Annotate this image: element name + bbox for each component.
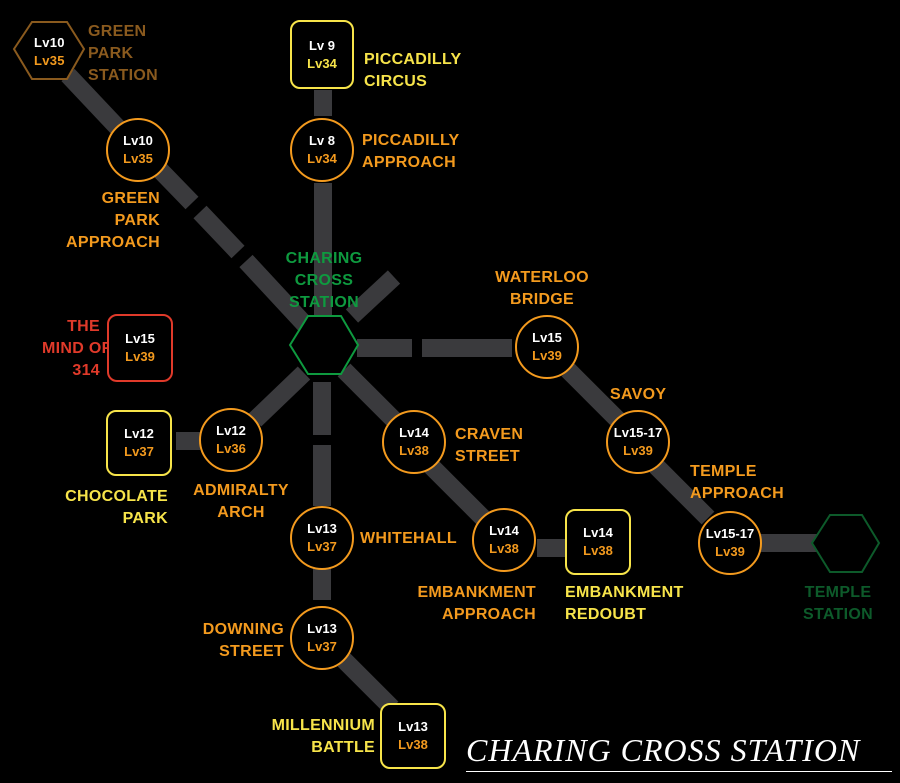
recommended-level: Lv39 [125,349,155,364]
level: Lv15 [532,330,562,345]
level: Lv15 [125,331,155,346]
level: Lv13 [307,621,337,636]
green-park-station-hexagon[interactable] [12,21,86,80]
recommended-level: Lv39 [532,348,562,363]
recommended-level: Lv37 [307,639,337,654]
level: Lv12 [216,423,246,438]
green-park-approach-label: GREEN PARK APPROACH [66,190,160,251]
charing-cross-station-hexagon[interactable] [288,315,360,375]
downing-street-node[interactable]: Lv13 Lv37 [290,606,354,670]
whitehall-node[interactable]: Lv13 Lv37 [290,506,354,570]
piccadilly-circus-node[interactable]: Lv 9 Lv34 [290,20,354,89]
map-title: CHARING CROSS STATION [466,732,861,768]
craven-street-node[interactable]: Lv14 Lv38 [382,410,446,474]
piccadilly-circus-label: PICCADILLY CIRCUS [364,51,462,90]
embankment-redoubt-node[interactable]: Lv14 Lv38 [565,509,631,575]
piccadilly-approach-node[interactable]: Lv 8 Lv34 [290,118,354,182]
green-park-station-label: GREEN PARK STATION [88,23,158,84]
level: Lv10 [123,133,153,148]
temple-approach-node[interactable]: Lv15-17 Lv39 [698,511,762,575]
whitehall-label: WHITEHALL [360,530,457,547]
level: Lv14 [399,425,429,440]
level: Lv13 [398,719,428,734]
recommended-level: Lv38 [489,541,519,556]
waterloo-bridge-label: WATERLOO BRIDGE [495,269,589,308]
level: Lv 9 [308,37,335,53]
green-park-station-recommended: Lv35 [34,53,65,68]
level: Lv15-17 [613,425,663,440]
temple-approach-label: TEMPLE APPROACH [690,463,784,502]
level: Lv14 [583,525,613,540]
chocolate-park-label: CHOCOLATE PARK [65,488,168,527]
recommended-level: Lv39 [715,544,745,559]
millennium-battle-label: MILLENNIUM BATTLE [271,717,375,756]
chocolate-park-node[interactable]: Lv12 Lv37 [106,410,172,476]
piccadilly-approach-label: PICCADILLY APPROACH [362,132,460,171]
savoy-label: SAVOY [610,386,667,403]
craven-street-label: CRAVEN STREET [455,426,524,465]
level: Lv15-17 [705,526,755,541]
charing-cross-station-label: CHARING CROSS STATION [285,250,363,311]
map-title-underline [466,771,892,772]
green-park-station-level: Lv10 [34,35,65,50]
mind-of-314-node[interactable]: Lv15 Lv39 [107,314,173,382]
recommended-level: Lv39 [623,443,653,458]
recommended-level: Lv34 [307,151,337,166]
temple-station-label: TEMPLE STATION [803,584,873,623]
recommended-level: Lv35 [123,151,153,166]
green-park-approach-node[interactable]: Lv10 Lv35 [106,118,170,182]
temple-station-hexagon[interactable] [810,514,881,573]
track-lines [61,68,818,715]
embankment-approach-node[interactable]: Lv14 Lv38 [472,508,536,572]
admiralty-arch-label: ADMIRALTY ARCH [193,482,289,521]
millennium-battle-node[interactable]: Lv13 Lv38 [380,703,446,769]
admiralty-arch-node[interactable]: Lv12 Lv36 [199,408,263,472]
embankment-approach-label: EMBANKMENT APPROACH [417,584,536,623]
recommended-level: Lv38 [399,443,429,458]
level: Lv14 [489,523,519,538]
recommended-level: Lv37 [307,539,337,554]
recommended-level: Lv36 [216,441,246,456]
savoy-node[interactable]: Lv15-17 Lv39 [606,410,670,474]
recommended-level: Lv38 [398,737,428,752]
level: Lv12 [124,426,154,441]
level: Lv 8 [308,133,335,148]
waterloo-bridge-node[interactable]: Lv15 Lv39 [515,315,579,379]
downing-street-label: DOWNING STREET [202,621,284,660]
recommended-level: Lv37 [124,444,154,459]
level: Lv13 [307,521,337,536]
mind-of-314-label: THE MIND OF 314 [42,318,112,379]
recommended-level: Lv38 [583,543,613,558]
recommended-level: Lv34 [307,55,337,71]
embankment-redoubt-label: EMBANKMENT REDOUBT [565,584,684,623]
